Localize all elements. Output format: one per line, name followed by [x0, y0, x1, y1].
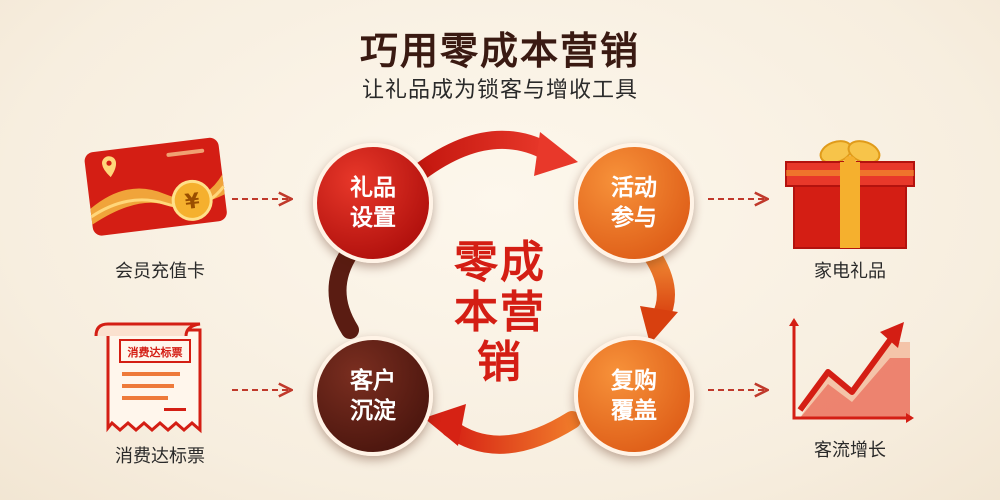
node-retention: 客户沉淀 — [313, 336, 433, 456]
arrow-left — [328, 243, 359, 339]
node-activity: 活动参与 — [574, 143, 694, 263]
member-card-icon: ¥ — [84, 137, 227, 236]
arrow-right — [640, 246, 678, 344]
label-member-card: 会员充值卡 — [115, 261, 205, 282]
node-gift-setup: 礼品设置 — [313, 143, 433, 263]
label-gift: 家电礼品 — [814, 261, 886, 282]
label-receipt: 消费达标票 — [115, 446, 205, 467]
arrow-bottom — [424, 404, 581, 454]
node-retention-label: 客户沉淀 — [350, 368, 396, 424]
receipt-title: 消费达标票 — [128, 345, 183, 359]
center-title-text: 零成本营销 — [454, 237, 546, 388]
gift-box-icon — [785, 140, 915, 249]
receipt-icon: 消费达标票 — [94, 322, 202, 434]
label-growth: 客流增长 — [814, 440, 886, 461]
card-currency-symbol: ¥ — [184, 188, 202, 214]
arrow-top — [411, 130, 578, 181]
growth-chart-icon — [789, 318, 914, 423]
node-repurchase-label: 复购覆盖 — [611, 368, 657, 424]
node-gift-setup-label: 礼品设置 — [350, 175, 396, 231]
page-title: 巧用零成本营销 — [359, 29, 640, 73]
node-repurchase: 复购覆盖 — [574, 336, 694, 456]
node-activity-label: 活动参与 — [611, 175, 657, 231]
page-subtitle: 让礼品成为锁客与增收工具 — [361, 78, 638, 103]
center-title: 零成本营销 — [400, 238, 600, 388]
